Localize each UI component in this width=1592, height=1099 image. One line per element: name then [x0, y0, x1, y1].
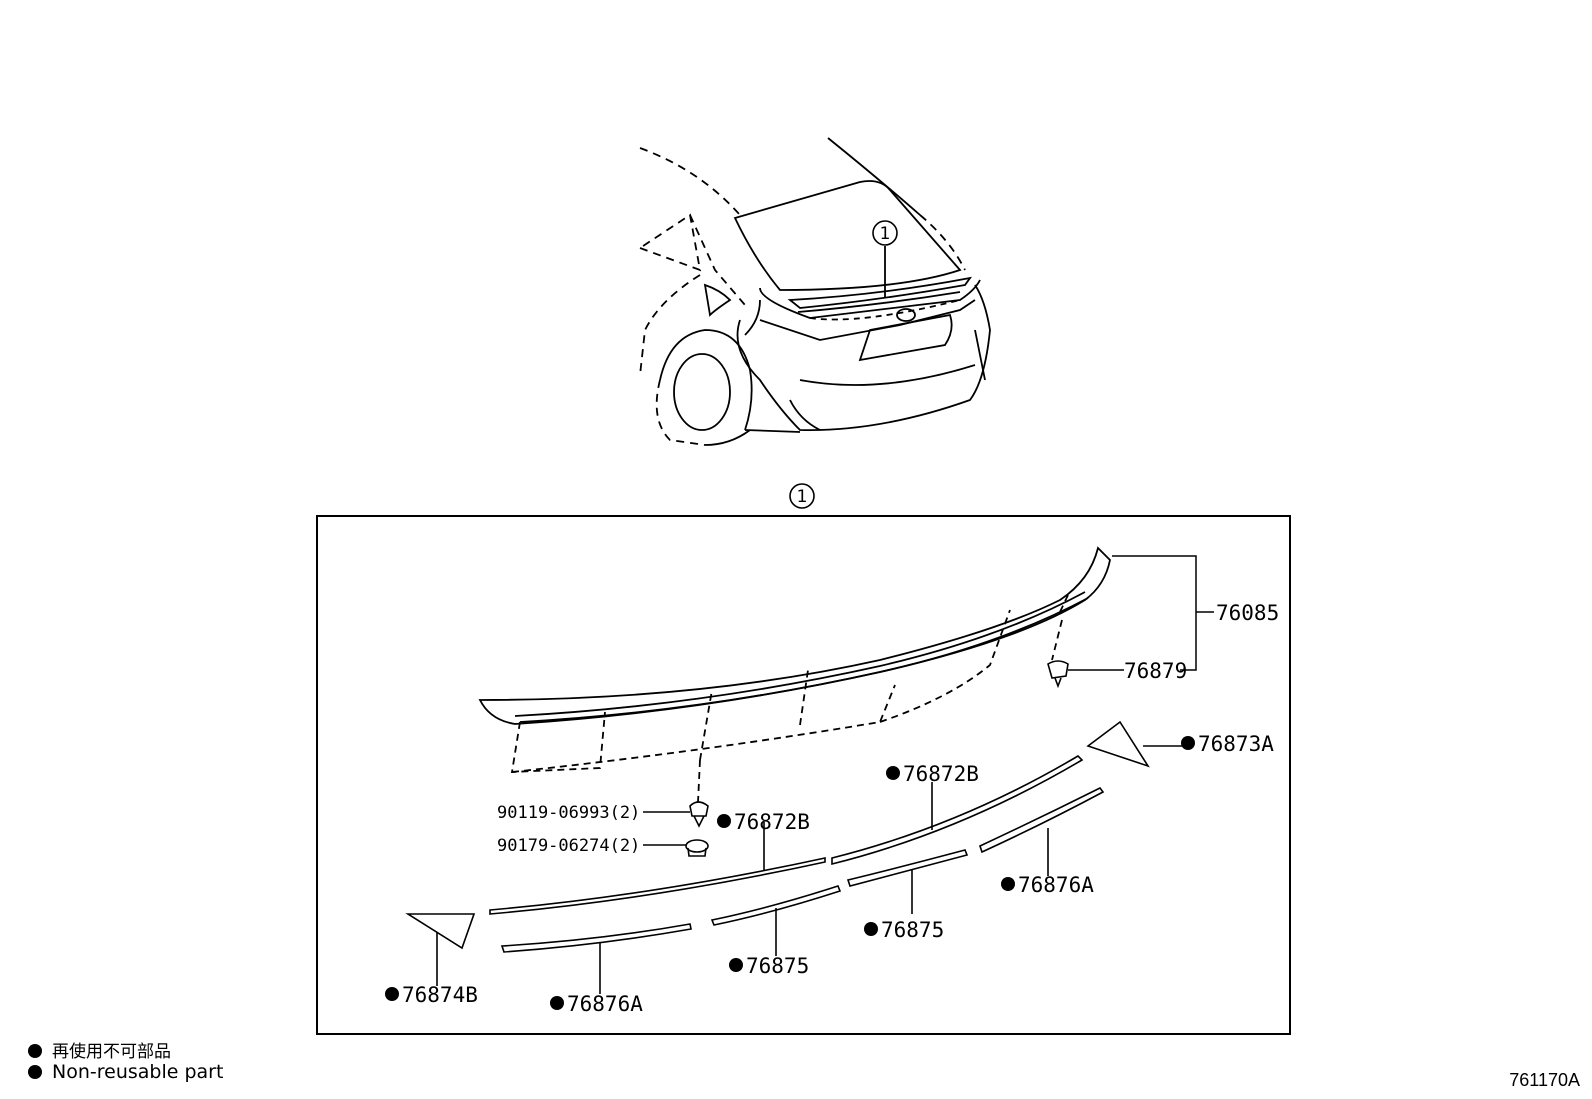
non-reusable-dot	[385, 987, 399, 1001]
leader-76085	[1112, 555, 1214, 671]
legend-text-ja: 再使用不可部品	[52, 1042, 171, 1062]
clip-90119	[643, 801, 709, 828]
pad-76874B	[405, 913, 476, 986]
non-reusable-dot	[886, 766, 900, 780]
rear-spoiler	[478, 546, 1111, 803]
legend-japanese: 再使用不可部品	[28, 1037, 171, 1062]
part-label-76872B-right: 76872B	[903, 762, 979, 786]
legend-english: Non-reusable part	[28, 1061, 223, 1083]
part-label-76879: 76879	[1124, 659, 1187, 683]
detail-frame	[316, 515, 1291, 1035]
non-reusable-dot	[1181, 736, 1195, 750]
legend-text-en: Non-reusable part	[52, 1061, 224, 1083]
non-reusable-dot	[864, 922, 878, 936]
non-reusable-dot	[717, 814, 731, 828]
non-reusable-dot	[550, 996, 564, 1010]
part-label-76876A-left: 76876A	[567, 992, 643, 1016]
non-reusable-dot	[28, 1044, 42, 1058]
nut-90179	[643, 839, 709, 857]
non-reusable-dot	[1001, 877, 1015, 891]
callout-1-box: 1	[789, 483, 815, 509]
tape-76875-left	[710, 885, 842, 956]
tape-76872B	[489, 754, 1084, 915]
part-label-76875-right: 76875	[881, 918, 944, 942]
part-label-76876A-right: 76876A	[1018, 873, 1094, 897]
part-label-76874B: 76874B	[402, 983, 478, 1007]
svg-text:1: 1	[797, 487, 808, 507]
pad-76873A	[1086, 720, 1182, 768]
part-label-76875-left: 76875	[746, 954, 809, 978]
part-label-90179-06274: 90179-06274(2)	[497, 836, 640, 856]
svg-text:1: 1	[880, 224, 891, 244]
car-rear-illustration	[638, 137, 991, 446]
part-label-76872B-left: 76872B	[734, 810, 810, 834]
part-label-90119-06993: 90119-06993(2)	[497, 803, 640, 823]
tape-76876A-right	[979, 786, 1105, 876]
clip-76879	[1047, 660, 1124, 689]
document-code: 761170A	[1509, 1070, 1580, 1090]
tape-76876A-left	[500, 923, 692, 994]
callout-1-car: 1	[872, 220, 898, 246]
part-label-76873A: 76873A	[1198, 732, 1274, 756]
part-label-76085: 76085	[1216, 601, 1279, 625]
tape-76875-right	[846, 849, 969, 914]
non-reusable-dot	[729, 958, 743, 972]
non-reusable-dot	[28, 1065, 42, 1079]
